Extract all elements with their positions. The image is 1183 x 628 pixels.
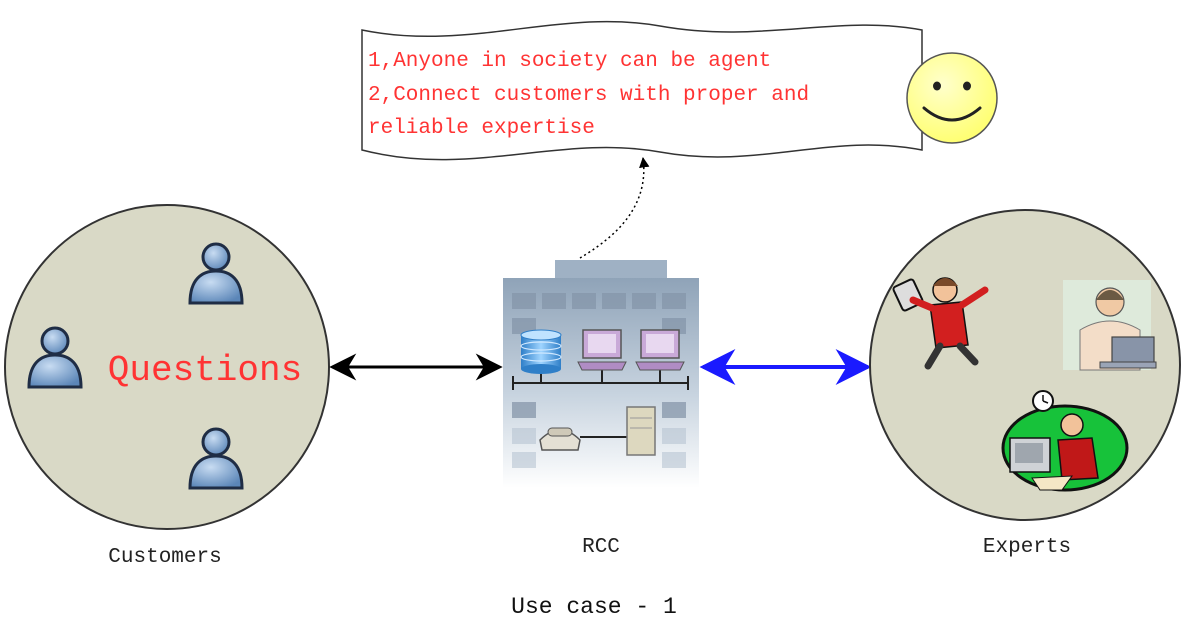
- expert-clipart: [1063, 280, 1157, 371]
- note-banner: 1,Anyone in society can be agent 2,Conne…: [361, 20, 923, 161]
- customers-label: Customers: [108, 546, 221, 569]
- diagram-caption: Use case - 1: [511, 594, 677, 620]
- experts-group: Experts: [869, 209, 1181, 559]
- database-icon: [520, 329, 562, 374]
- expert-clipart: [892, 277, 989, 370]
- customers-circle: [4, 204, 330, 530]
- experts-label: Experts: [983, 536, 1071, 559]
- note-line-1: 1,Anyone in society can be agent: [368, 50, 771, 73]
- note-pointer-arrow: [579, 156, 650, 259]
- rcc-building: RCC: [503, 260, 699, 559]
- smiley-icon: [906, 52, 998, 144]
- computer-icon: [577, 329, 627, 371]
- expert-clipart: [1001, 390, 1129, 492]
- phone-icon: [539, 427, 581, 451]
- questions-text: Questions: [108, 350, 302, 391]
- server-icon: [626, 406, 656, 456]
- note-line-3: reliable expertise: [368, 117, 595, 140]
- customers-group: Questions Customers: [4, 204, 330, 569]
- computer-icon: [635, 329, 685, 371]
- note-line-2: 2,Connect customers with proper and: [368, 84, 809, 107]
- rcc-label: RCC: [582, 536, 620, 559]
